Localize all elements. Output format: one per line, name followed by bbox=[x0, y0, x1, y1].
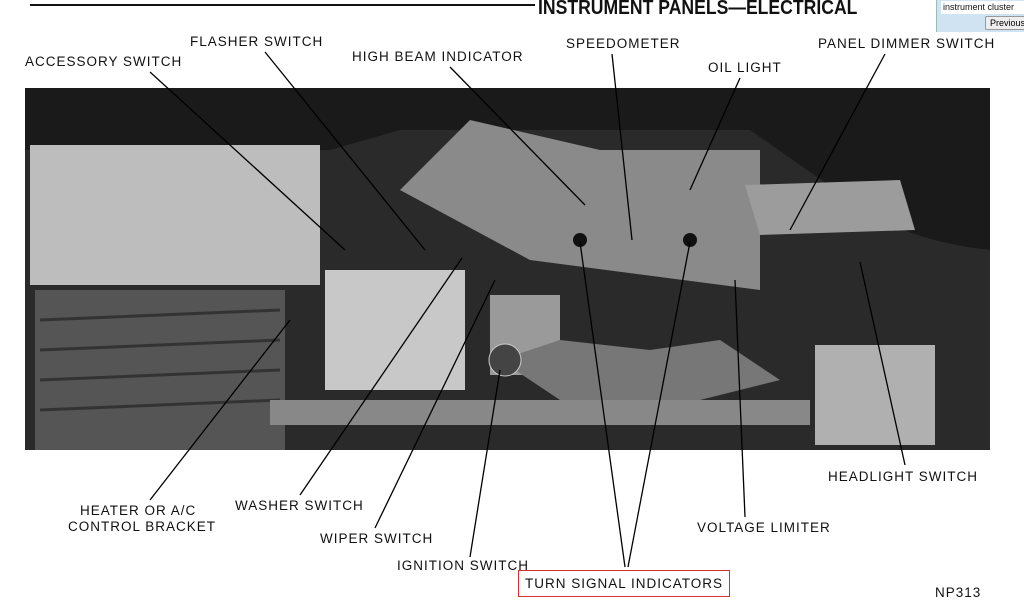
label-oil-light: OIL LIGHT bbox=[708, 60, 782, 75]
label-voltage-limiter: VOLTAGE LIMITER bbox=[697, 520, 831, 535]
label-heater-line2: CONTROL BRACKET bbox=[68, 519, 217, 534]
label-speedometer: SPEEDOMETER bbox=[566, 36, 681, 51]
label-ignition-switch: IGNITION SWITCH bbox=[397, 558, 529, 573]
label-washer-switch: WASHER SWITCH bbox=[235, 498, 364, 513]
radio-box bbox=[30, 145, 320, 285]
find-bar: instrument cluster Previous bbox=[936, 0, 1024, 32]
label-heater-line1: HEATER OR A/C bbox=[80, 503, 197, 518]
label-turn-signal-indicators: TURN SIGNAL INDICATORS bbox=[518, 570, 731, 597]
dash-top bbox=[25, 88, 990, 250]
label-headlight-switch: HEADLIGHT SWITCH bbox=[828, 469, 979, 484]
previous-button[interactable]: Previous bbox=[985, 16, 1024, 30]
label-wiper-switch: WIPER SWITCH bbox=[320, 531, 434, 546]
find-input[interactable]: instrument cluster bbox=[941, 1, 1024, 14]
label-high-beam-indicator: HIGH BEAM INDICATOR bbox=[352, 49, 524, 64]
page-title: INSTRUMENT PANELS—ELECTRICAL bbox=[538, 0, 858, 19]
cluster-housing bbox=[400, 120, 760, 290]
headlight-switch-box bbox=[815, 345, 935, 445]
heater-pad bbox=[35, 290, 285, 450]
leader-lines bbox=[149, 51, 906, 568]
label-panel-dimmer-switch: PANEL DIMMER SWITCH bbox=[818, 36, 996, 51]
lower-bracket bbox=[500, 340, 780, 400]
label-accessory-switch: ACCESSORY SWITCH bbox=[25, 54, 183, 69]
label-flasher-switch: FLASHER SWITCH bbox=[190, 34, 324, 49]
title-rule bbox=[30, 4, 535, 6]
dimmer-bracket bbox=[745, 180, 915, 235]
heater-housing bbox=[325, 270, 465, 390]
figure-id: NP313 bbox=[935, 585, 982, 600]
lower-rail bbox=[270, 400, 810, 425]
